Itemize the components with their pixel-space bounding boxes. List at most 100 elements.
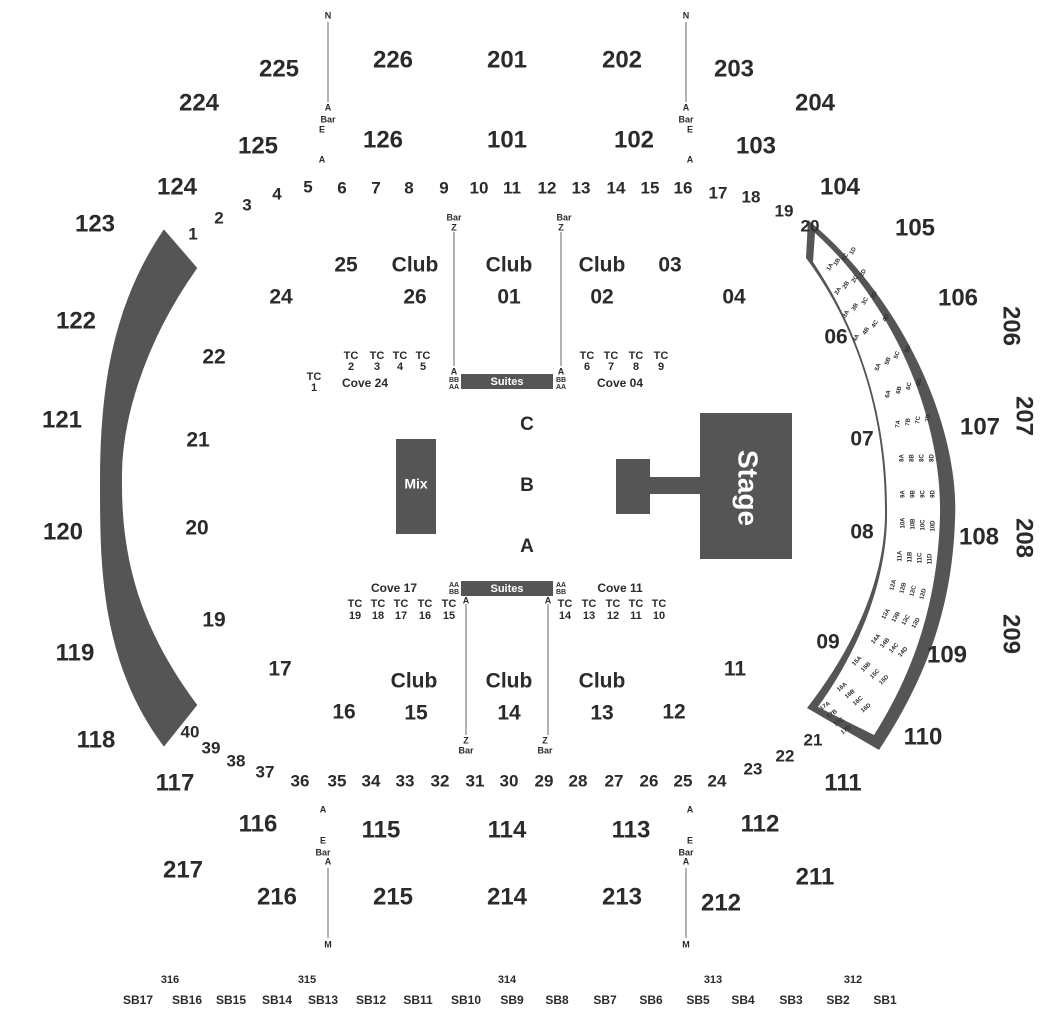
section-211[interactable]: 211 xyxy=(796,863,835,890)
section-SB4[interactable]: SB4 xyxy=(731,993,755,1007)
section-114[interactable]: 114 xyxy=(488,816,527,843)
floor-section-20[interactable]: 20 xyxy=(185,517,208,540)
section-215[interactable]: 215 xyxy=(373,883,413,910)
tc-label: 19 xyxy=(349,610,361,622)
section-105[interactable]: 105 xyxy=(895,214,935,241)
section-203[interactable]: 203 xyxy=(714,55,754,82)
floor-section-12[interactable]: 12 xyxy=(662,701,685,724)
section-120[interactable]: 120 xyxy=(43,518,83,545)
floor-section-24[interactable]: 24 xyxy=(269,286,293,309)
section-206[interactable]: 206 xyxy=(998,306,1025,346)
section-SB16[interactable]: SB16 xyxy=(172,993,202,1007)
floor-section-Club[interactable]: Club xyxy=(486,670,533,693)
section-226[interactable]: 226 xyxy=(373,46,413,73)
floor-section-17[interactable]: 17 xyxy=(268,658,291,681)
section-SB13[interactable]: SB13 xyxy=(308,993,338,1007)
floor-section-26[interactable]: 26 xyxy=(403,286,426,309)
floor-section-01[interactable]: 01 xyxy=(497,286,521,309)
section-SB6[interactable]: SB6 xyxy=(639,993,663,1007)
section-214[interactable]: 214 xyxy=(487,883,528,910)
section-SB17[interactable]: SB17 xyxy=(123,993,153,1007)
section-SB11[interactable]: SB11 xyxy=(403,993,433,1007)
section-SB12[interactable]: SB12 xyxy=(356,993,386,1007)
section-209[interactable]: 209 xyxy=(998,614,1025,654)
floor-section-08[interactable]: 08 xyxy=(850,521,874,544)
floor-section-15[interactable]: 15 xyxy=(404,702,428,725)
section-109[interactable]: 109 xyxy=(927,641,967,668)
tc-label: 8 xyxy=(633,361,639,373)
aisle-label: Bar xyxy=(678,847,694,857)
floor-section-21[interactable]: 21 xyxy=(186,429,210,452)
section-208[interactable]: 208 xyxy=(1011,518,1038,558)
section-104[interactable]: 104 xyxy=(820,173,861,200)
section-315[interactable]: 315 xyxy=(298,974,316,986)
floor-section-06[interactable]: 06 xyxy=(824,326,847,349)
floor-section-03[interactable]: 03 xyxy=(658,254,681,277)
tc-label: 13 xyxy=(583,610,595,622)
floor-section-Club[interactable]: Club xyxy=(579,254,626,277)
floor-section-Club[interactable]: Club xyxy=(392,254,439,277)
section-SB14[interactable]: SB14 xyxy=(262,993,292,1007)
section-212[interactable]: 212 xyxy=(701,889,741,916)
bench-seat-1D: 1D xyxy=(849,246,858,256)
aisle-label: A xyxy=(325,102,332,112)
section-126[interactable]: 126 xyxy=(363,126,403,153)
section-316[interactable]: 316 xyxy=(161,974,179,986)
section-201[interactable]: 201 xyxy=(487,46,527,73)
section-111[interactable]: 111 xyxy=(824,769,861,796)
floor-section-Club[interactable]: Club xyxy=(391,670,438,693)
section-225[interactable]: 225 xyxy=(259,55,299,82)
section-115[interactable]: 115 xyxy=(362,816,401,843)
section-119[interactable]: 119 xyxy=(56,639,95,666)
floor-section-14[interactable]: 14 xyxy=(497,702,521,725)
floor-section-11[interactable]: 11 xyxy=(724,658,747,681)
section-314[interactable]: 314 xyxy=(498,974,517,986)
section-SB7[interactable]: SB7 xyxy=(593,993,617,1007)
section-SB8[interactable]: SB8 xyxy=(545,993,569,1007)
section-217[interactable]: 217 xyxy=(163,856,203,883)
section-106[interactable]: 106 xyxy=(938,284,978,311)
section-SB2[interactable]: SB2 xyxy=(826,993,850,1007)
section-312[interactable]: 312 xyxy=(844,974,862,986)
section-224[interactable]: 224 xyxy=(179,89,220,116)
section-202[interactable]: 202 xyxy=(602,46,642,73)
section-118[interactable]: 118 xyxy=(77,726,116,753)
section-SB15[interactable]: SB15 xyxy=(216,993,246,1007)
section-204[interactable]: 204 xyxy=(795,89,836,116)
section-125[interactable]: 125 xyxy=(238,132,278,159)
section-SB1[interactable]: SB1 xyxy=(873,993,897,1007)
section-SB10[interactable]: SB10 xyxy=(451,993,481,1007)
floor-section-04[interactable]: 04 xyxy=(722,286,746,309)
floor-section-13[interactable]: 13 xyxy=(590,702,613,725)
section-108[interactable]: 108 xyxy=(959,523,999,550)
section-110[interactable]: 110 xyxy=(904,723,943,750)
floor-section-16[interactable]: 16 xyxy=(332,701,355,724)
floor-section-Club[interactable]: Club xyxy=(486,254,533,277)
section-121[interactable]: 121 xyxy=(42,406,82,433)
section-207[interactable]: 207 xyxy=(1011,396,1038,436)
section-213[interactable]: 213 xyxy=(602,883,642,910)
floor-section-07[interactable]: 07 xyxy=(850,428,873,451)
section-102[interactable]: 102 xyxy=(614,126,654,153)
section-SB9[interactable]: SB9 xyxy=(500,993,524,1007)
section-124[interactable]: 124 xyxy=(157,173,198,200)
section-101[interactable]: 101 xyxy=(487,126,527,153)
section-117[interactable]: 117 xyxy=(156,769,195,796)
floor-section-25[interactable]: 25 xyxy=(334,254,358,277)
section-SB3[interactable]: SB3 xyxy=(779,993,803,1007)
section-107[interactable]: 107 xyxy=(960,413,1000,440)
floor-section-Club[interactable]: Club xyxy=(579,670,626,693)
section-116[interactable]: 116 xyxy=(239,810,278,837)
section-112[interactable]: 112 xyxy=(741,810,780,837)
section-113[interactable]: 113 xyxy=(612,816,651,843)
floor-section-22[interactable]: 22 xyxy=(202,346,225,369)
floor-section-02[interactable]: 02 xyxy=(590,286,613,309)
floor-section-09[interactable]: 09 xyxy=(816,631,839,654)
section-122[interactable]: 122 xyxy=(56,307,96,334)
section-103[interactable]: 103 xyxy=(736,132,776,159)
section-SB5[interactable]: SB5 xyxy=(686,993,710,1007)
section-313[interactable]: 313 xyxy=(704,974,722,986)
section-216[interactable]: 216 xyxy=(257,883,297,910)
section-123[interactable]: 123 xyxy=(75,210,115,237)
floor-section-19[interactable]: 19 xyxy=(202,609,225,632)
